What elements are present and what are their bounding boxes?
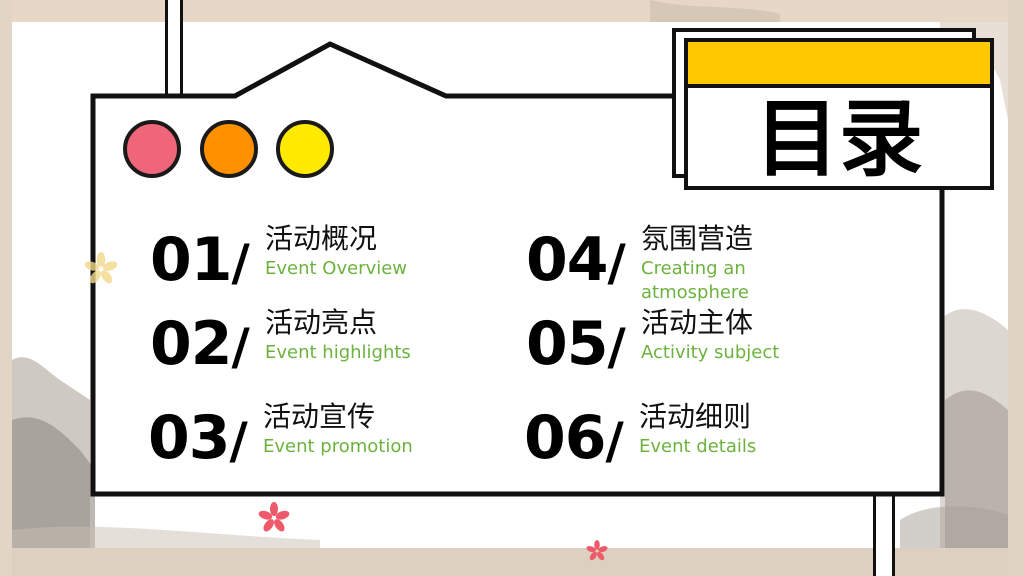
item-number: 03 <box>148 403 230 473</box>
background-bottom-band <box>0 548 1024 576</box>
background-left-band <box>0 0 12 576</box>
bottom-support-pole <box>873 490 895 576</box>
item-slash: / <box>605 412 624 470</box>
item-number: 04 <box>526 225 608 295</box>
pink-dot <box>123 120 181 178</box>
item-title-en: Event highlights <box>265 342 411 363</box>
item-number: 06 <box>524 403 606 473</box>
item-title-en: Event details <box>639 436 757 457</box>
item-title-en: Creating an atmosphere <box>641 258 749 303</box>
item-number: 02 <box>150 309 232 379</box>
item-title-cn: 氛围营造 <box>641 222 754 255</box>
item-title-en: Activity subject <box>641 342 780 363</box>
item-title-en: Event promotion <box>263 436 413 457</box>
item-number: 05 <box>526 309 608 379</box>
item-title-cn: 活动概况 <box>265 222 378 255</box>
item-slash: / <box>229 412 248 470</box>
item-slash: / <box>607 318 626 376</box>
orange-dot <box>200 120 258 178</box>
item-title-cn: 活动宣传 <box>263 400 376 433</box>
item-title-cn: 活动亮点 <box>265 306 378 339</box>
top-support-pole <box>165 0 183 100</box>
item-slash: / <box>231 318 250 376</box>
background-right-band <box>1008 0 1024 576</box>
page-title: 目录 <box>754 90 923 188</box>
item-slash: / <box>607 234 626 292</box>
flower-icon <box>84 252 118 284</box>
yellow-dot <box>276 120 334 178</box>
flower-icon <box>586 540 608 561</box>
item-number: 01 <box>150 225 232 295</box>
flower-icon <box>258 502 290 532</box>
item-title-en: Event Overview <box>265 258 408 279</box>
title-card: 目录 <box>684 38 994 190</box>
title-card-stripe <box>688 42 990 88</box>
item-slash: / <box>231 234 250 292</box>
item-title-cn: 活动细则 <box>639 400 752 433</box>
item-title-cn: 活动主体 <box>641 306 754 339</box>
